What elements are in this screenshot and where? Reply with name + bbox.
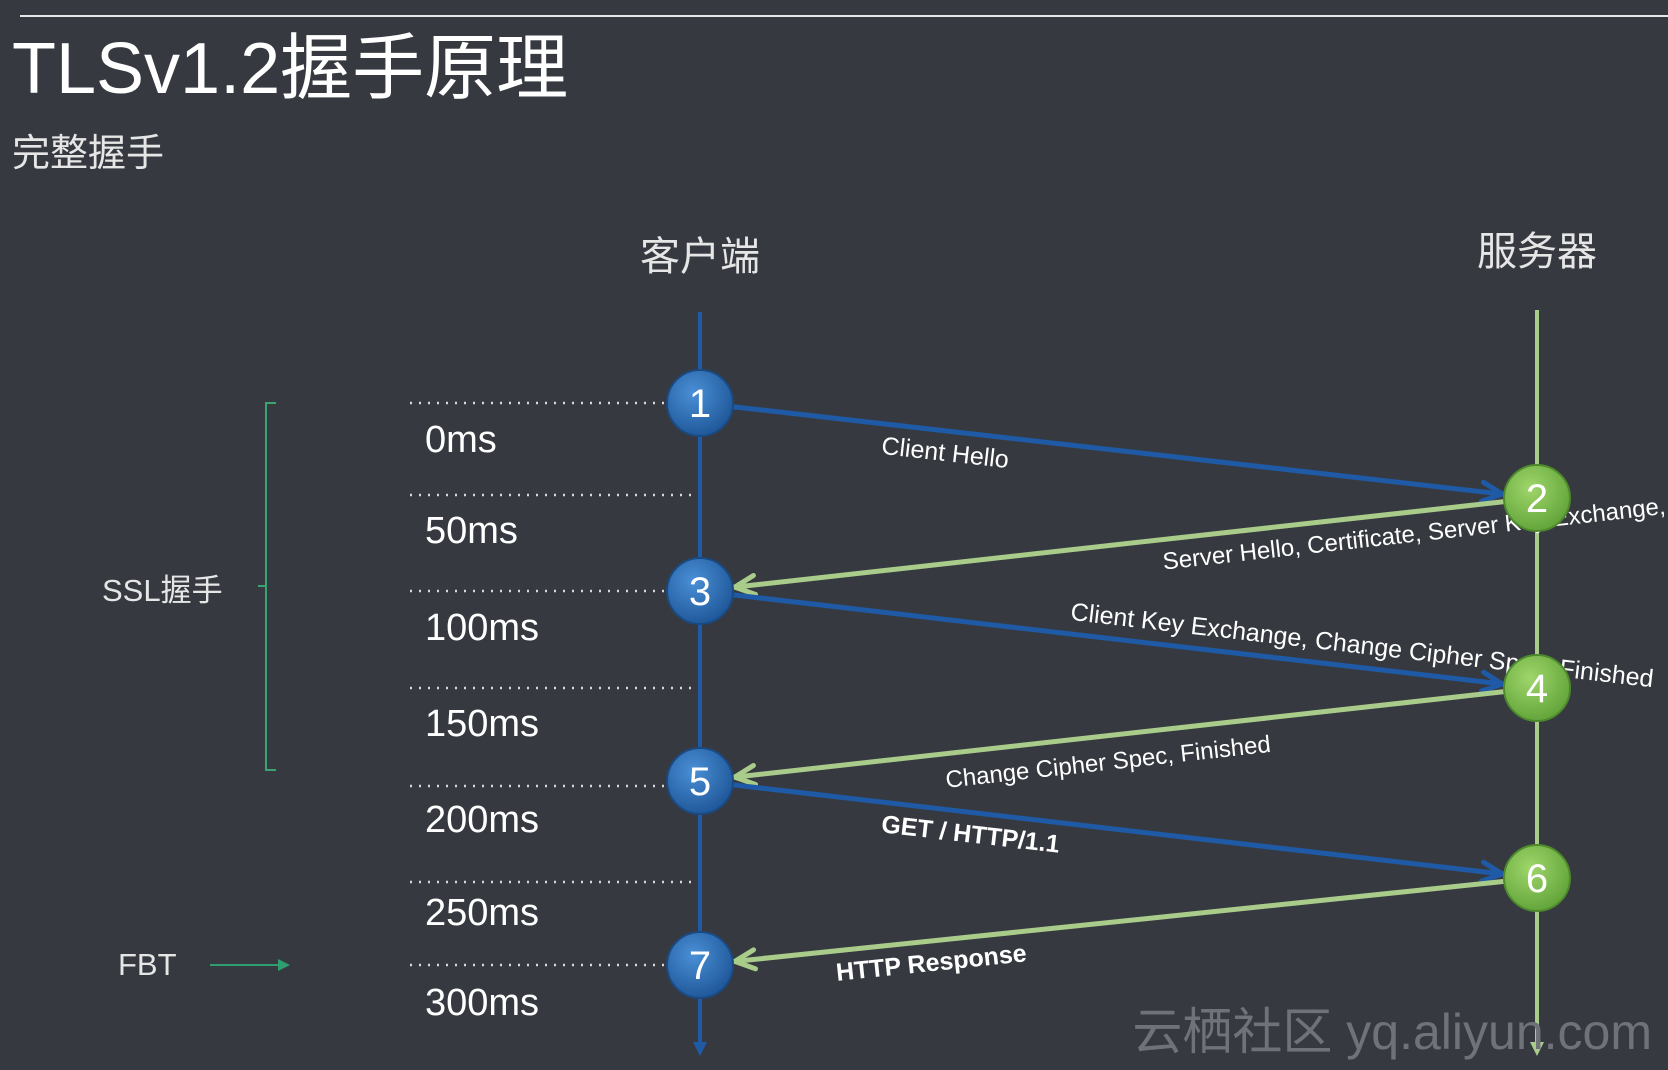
client-lifeline-arrowhead xyxy=(693,1042,707,1056)
ssl-bracket xyxy=(265,402,276,771)
step-number: 1 xyxy=(689,382,711,426)
step-node-7 xyxy=(666,931,734,999)
watermark: 云栖社区 yq.aliyun.com xyxy=(1132,1004,1652,1060)
step-node-1 xyxy=(666,369,734,437)
step-number: 4 xyxy=(1526,667,1548,711)
fbt-arrowhead xyxy=(278,959,290,971)
time-label: 250ms xyxy=(425,892,539,934)
client-label: 客户端 xyxy=(640,235,760,279)
step-number: 3 xyxy=(689,570,711,614)
page-subtitle: 完整握手 xyxy=(12,133,164,175)
ssl-label: SSL握手 xyxy=(102,573,223,608)
page-title: TLSv1.2握手原理 xyxy=(12,29,568,109)
step-number: 6 xyxy=(1526,857,1548,901)
message-arrowhead-1 xyxy=(1478,479,1505,504)
time-label: 200ms xyxy=(425,799,539,841)
message-arrow-2 xyxy=(732,499,1507,590)
time-label: 100ms xyxy=(425,607,539,649)
message-label-4: Change Cipher Spec, Finished xyxy=(944,731,1272,794)
step-number: 2 xyxy=(1526,477,1548,521)
fbt-label: FBT xyxy=(118,947,177,982)
message-arrowhead-4 xyxy=(732,762,759,787)
message-arrowhead-2 xyxy=(732,572,759,597)
time-rows: 0ms 50ms 100ms 150ms 200ms 250ms 300ms xyxy=(410,401,700,1024)
step-node-6 xyxy=(1503,844,1571,912)
step-node-5 xyxy=(666,747,734,815)
step-node-2 xyxy=(1503,464,1571,532)
message-arrow-6 xyxy=(732,878,1507,964)
nodes: 1 2 3 4 5 6 7 xyxy=(666,369,1571,999)
message-arrow-5 xyxy=(730,782,1505,877)
message-arrowhead-5 xyxy=(1478,859,1505,884)
step-node-3 xyxy=(666,557,734,625)
lifelines xyxy=(693,310,1544,1056)
step-node-4 xyxy=(1503,654,1571,722)
message-arrow-4 xyxy=(732,689,1507,780)
time-label: 300ms xyxy=(425,982,539,1024)
message-arrow-3 xyxy=(730,592,1505,687)
time-label: 150ms xyxy=(425,703,539,745)
time-label: 0ms xyxy=(425,419,497,461)
step-number: 5 xyxy=(689,760,711,804)
server-label: 服务器 xyxy=(1477,230,1597,274)
server-lifeline-arrowhead xyxy=(1530,1042,1544,1056)
time-label: 50ms xyxy=(425,510,518,552)
message-arrow-1 xyxy=(730,404,1505,497)
message-arrowhead-6 xyxy=(732,947,759,972)
step-number: 7 xyxy=(689,944,711,988)
message-arrowhead-3 xyxy=(1478,669,1505,694)
